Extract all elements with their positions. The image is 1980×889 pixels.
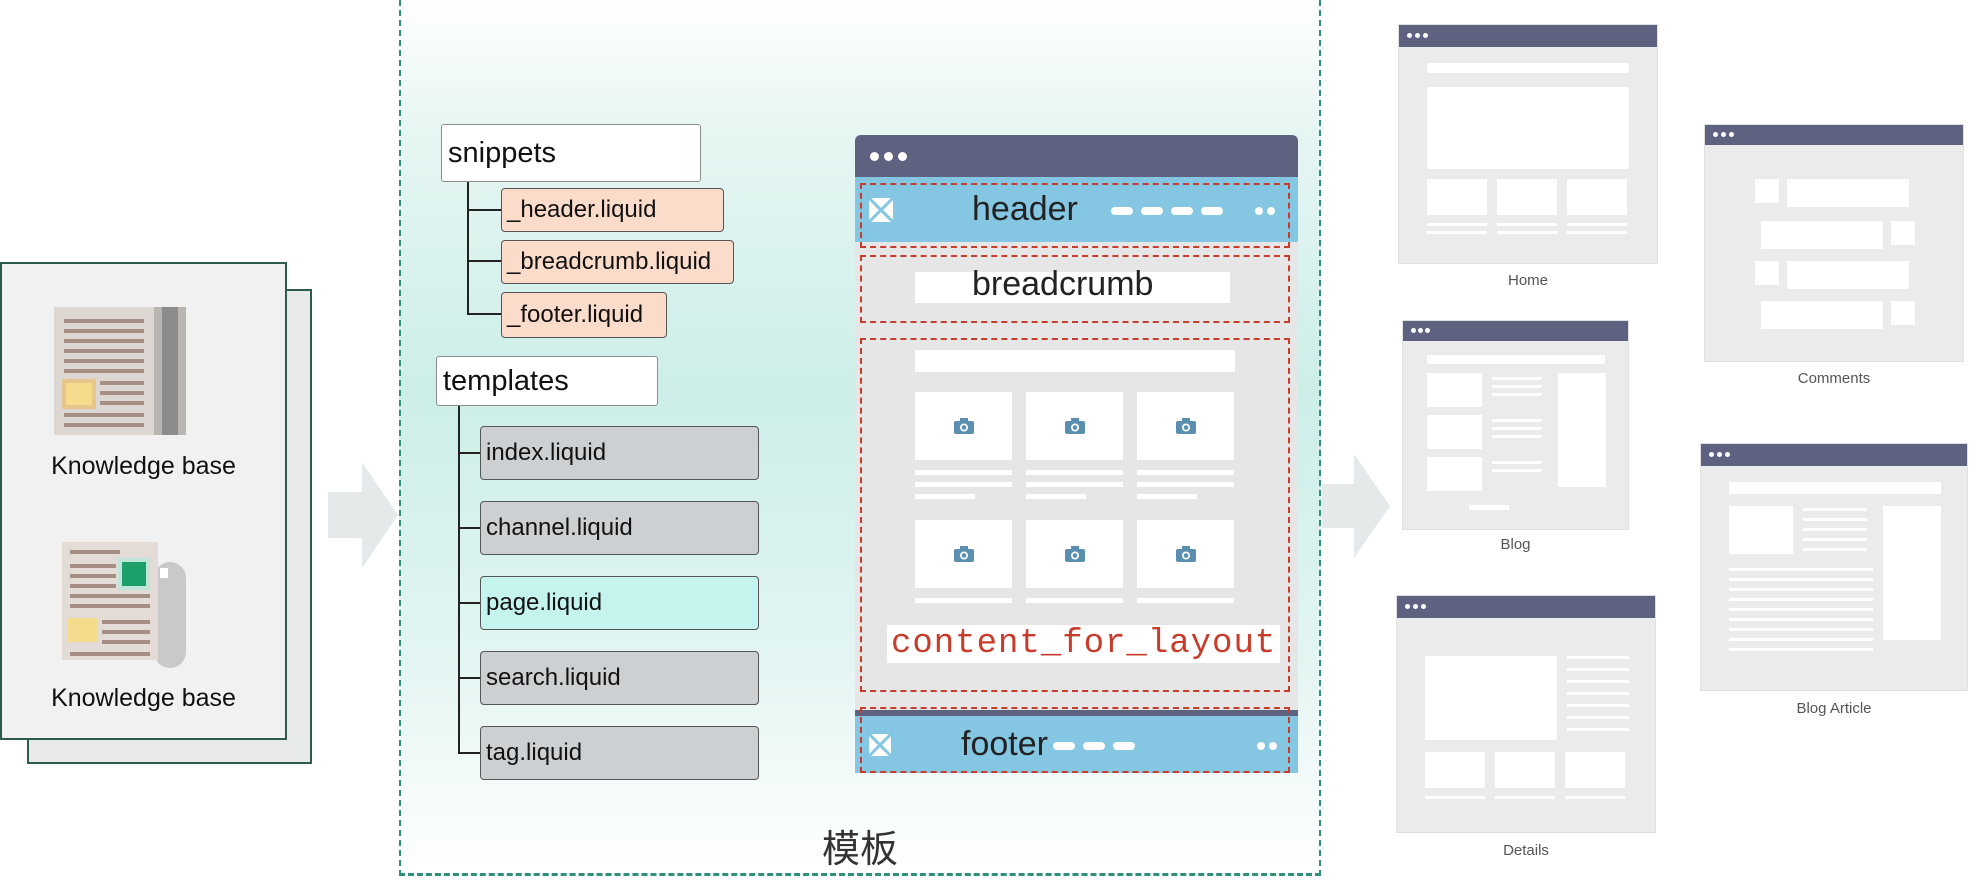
templates-folder[interactable]: templates <box>436 356 658 406</box>
header-region <box>860 183 1290 248</box>
preview-home <box>1398 24 1658 264</box>
footer-band <box>855 716 1298 773</box>
preview-comments <box>1704 124 1964 362</box>
nav-dashes <box>1111 207 1275 215</box>
header-label: header <box>972 190 1078 228</box>
preview-blog-article-caption: Blog Article <box>1796 700 1872 717</box>
knowledge-base-card: Knowledge base Knowledge base <box>0 262 287 740</box>
image-placeholder <box>915 392 1012 460</box>
file-channel-liquid[interactable]: channel.liquid <box>480 501 759 555</box>
file-search-liquid[interactable]: search.liquid <box>480 651 759 705</box>
file-page-liquid[interactable]: page.liquid <box>480 576 759 630</box>
breadcrumb-label: breadcrumb <box>972 265 1154 303</box>
camera-icon <box>953 546 974 562</box>
footer-label: footer <box>961 725 1048 763</box>
content-region <box>860 338 1290 692</box>
breadcrumb-region <box>860 255 1290 323</box>
file-index-liquid[interactable]: index.liquid <box>480 426 759 480</box>
layout-wireframe: header breadcrumb content_for_layout foo… <box>855 135 1298 773</box>
file-header-liquid[interactable]: _header.liquid <box>501 188 724 232</box>
content-label: content_for_layout <box>887 625 1281 663</box>
preview-comments-caption: Comments <box>1797 370 1871 387</box>
flow-arrow <box>328 462 398 568</box>
camera-icon <box>1175 418 1196 434</box>
file-tag-liquid[interactable]: tag.liquid <box>480 726 759 780</box>
camera-icon <box>1064 418 1085 434</box>
knowledge-base-label: Knowledge base <box>51 452 236 480</box>
preview-blog <box>1402 320 1629 530</box>
footer-dashes <box>1053 742 1277 750</box>
window-titlebar <box>855 135 1298 177</box>
image-placeholder <box>1026 392 1123 460</box>
newspaper-icon <box>54 307 186 435</box>
knowledge-base-label: Knowledge base <box>51 684 236 712</box>
preview-details <box>1396 595 1656 833</box>
image-placeholder <box>1137 392 1234 460</box>
preview-details-caption: Details <box>1503 842 1549 859</box>
image-placeholder <box>915 520 1012 588</box>
header-band <box>855 177 1298 242</box>
flow-arrow <box>1322 454 1390 558</box>
mail-icon <box>868 197 894 223</box>
template-caption: 模板 <box>821 829 898 871</box>
image-placeholder <box>1137 520 1234 588</box>
document-icon <box>62 542 186 668</box>
preview-blog-caption: Blog <box>1500 536 1531 553</box>
file-breadcrumb-liquid[interactable]: _breadcrumb.liquid <box>501 240 734 284</box>
image-placeholder <box>1026 520 1123 588</box>
preview-blog-article <box>1700 443 1968 691</box>
camera-icon <box>1064 546 1085 562</box>
file-footer-liquid[interactable]: _footer.liquid <box>501 292 667 338</box>
snippets-folder[interactable]: snippets <box>441 124 701 182</box>
camera-icon <box>1175 546 1196 562</box>
camera-icon <box>953 418 974 434</box>
mail-icon <box>868 733 892 757</box>
preview-home-caption: Home <box>1507 272 1548 289</box>
footer-region <box>860 707 1290 773</box>
